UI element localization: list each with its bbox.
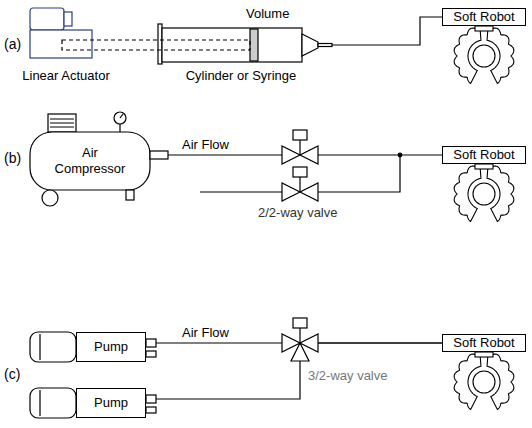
grasped-ball [473, 371, 495, 393]
syringe-barrel [162, 28, 302, 62]
motor-cap [39, 334, 40, 360]
node-text: Linear Actuator [22, 68, 109, 84]
actuator-cap [64, 12, 72, 26]
node-text: Soft Robot [453, 147, 514, 163]
actuator-part: Linear Actuator [20, 8, 112, 84]
motor-cap [39, 390, 40, 416]
pump-box: Pump [76, 332, 146, 362]
valve-solenoid [293, 318, 307, 328]
syringe-part: Cylinder or Syringe [150, 24, 332, 84]
part-label: 2/2-way valve [258, 205, 337, 221]
gripper-base [475, 352, 493, 357]
syringe-needle [318, 44, 332, 47]
gripper-base [475, 164, 493, 169]
pump-motor [30, 332, 76, 362]
robot-box: Soft Robot [442, 146, 526, 164]
part-label: 3/2-way valve [308, 368, 387, 384]
node-text: Air Compressor [48, 145, 132, 177]
vent-line [200, 155, 400, 192]
air-line [146, 343, 442, 399]
grasped-ball [473, 183, 495, 205]
robot-box: Soft Robot [442, 8, 526, 26]
pressure-gauge [114, 112, 126, 124]
syringe-plunger [250, 29, 258, 61]
pump-box: Pump [76, 388, 146, 418]
node-text: Soft Robot [453, 9, 514, 25]
compressor-wheel [42, 190, 58, 206]
panel-letter: (c) [4, 366, 20, 382]
actuator-body [30, 30, 92, 58]
part-label: Volume [246, 6, 289, 22]
valve-solenoid [293, 167, 307, 177]
valve-stem [299, 140, 300, 155]
node-text: Soft Robot [453, 335, 514, 351]
gauge-needle [120, 114, 123, 118]
panel-letter: (a) [4, 36, 21, 52]
valve-stem [299, 328, 300, 343]
node-text: Pump [94, 395, 128, 411]
pump-motor [30, 388, 76, 418]
outlet-pipe [150, 151, 168, 159]
actuator-motor [30, 8, 64, 30]
valve-solenoid [293, 130, 307, 140]
flow-label: Air Flow [180, 137, 231, 153]
air-line [332, 17, 442, 45]
gripper-base [475, 26, 493, 31]
node-text: Pump [94, 339, 128, 355]
actuator-rod [62, 40, 250, 50]
grasped-ball [473, 45, 495, 67]
compressor-part: Air Compressor [30, 132, 150, 190]
flow-label: Air Flow [180, 325, 231, 341]
panel-letter: (b) [4, 150, 21, 166]
pump-port [146, 395, 156, 403]
junction-dot [398, 153, 402, 157]
motor-fins [50, 119, 74, 127]
robot-box: Soft Robot [442, 334, 526, 352]
compressor-motor [48, 114, 76, 132]
compressor-tank [30, 132, 150, 190]
valve-stem [299, 177, 300, 192]
syringe-tip [302, 34, 318, 56]
node-text: Cylinder or Syringe [186, 68, 297, 84]
compressor-leg [126, 190, 134, 200]
pump-port [146, 351, 156, 357]
syringe-flange [158, 24, 162, 64]
gauge-stem [119, 124, 120, 132]
pump-port [146, 407, 156, 413]
pump-port [146, 339, 156, 347]
